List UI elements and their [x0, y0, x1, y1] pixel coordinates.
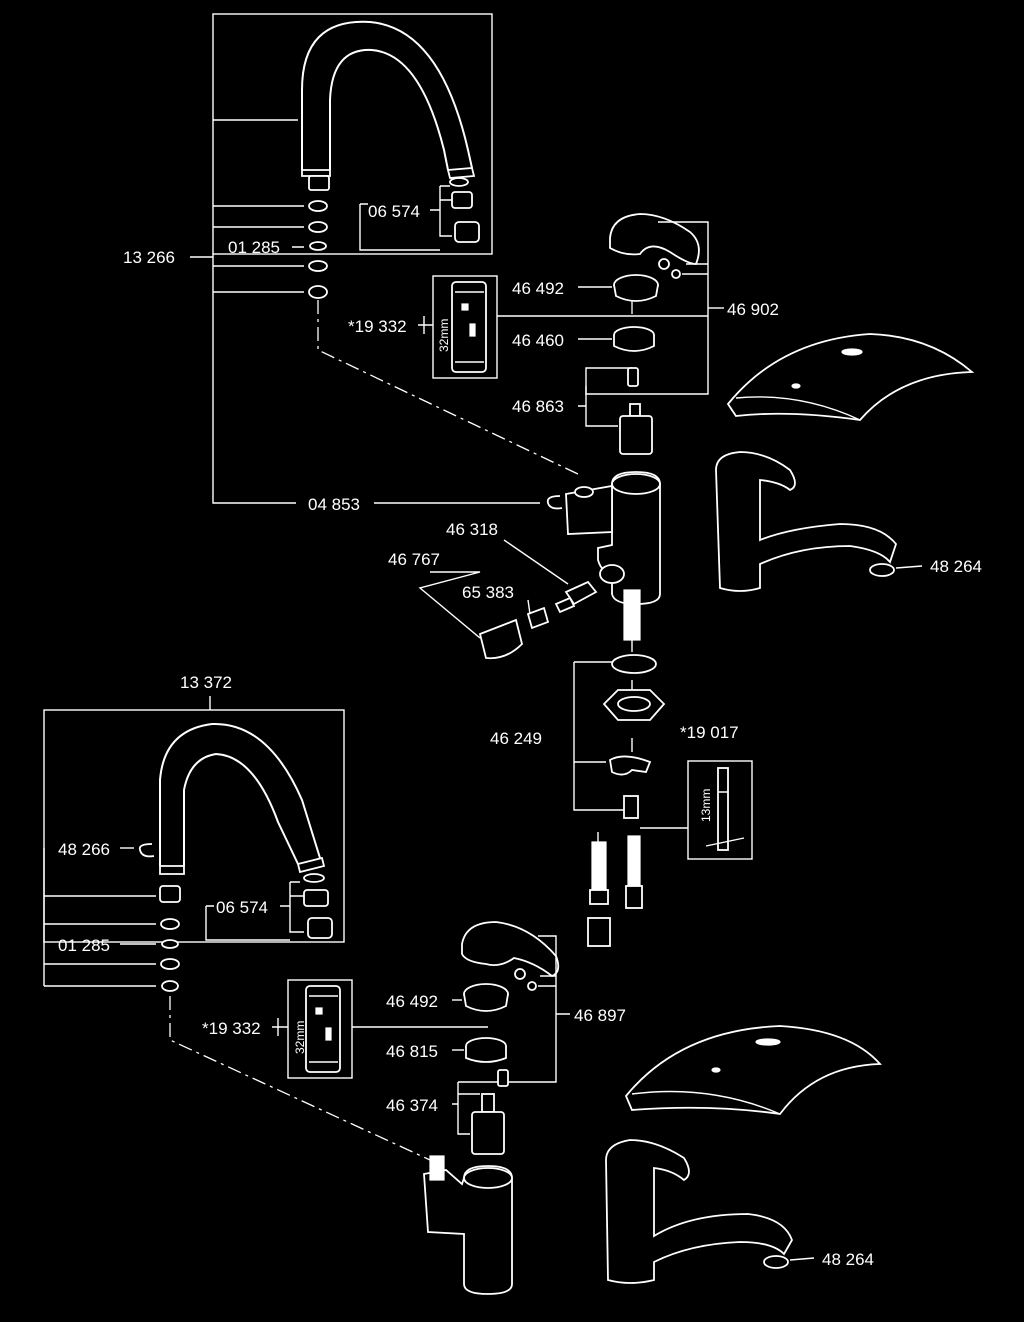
label-tool-size-top: 32mm — [437, 319, 451, 352]
label-valve-insert-top: 65 383 — [462, 583, 514, 602]
hose-top — [623, 589, 641, 652]
tool-box-top — [432, 275, 498, 379]
label-aerator-parts-bottom: 01 285 — [58, 936, 110, 955]
label-aerator-right-top: 48 264 — [930, 557, 982, 576]
label-tool-small-size-top: 13mm — [699, 789, 713, 822]
cartridge-bottom — [452, 1069, 509, 1155]
aerator-parts-bottom — [205, 873, 333, 941]
label-handle-set-top: 46 902 — [727, 300, 779, 319]
label-cartridge-top: 46 863 — [512, 397, 564, 416]
body-top — [565, 471, 661, 605]
label-escutcheon-bottom: 46 492 — [386, 992, 438, 1011]
tool-32mm-top — [418, 275, 498, 379]
tool-32mm-bottom — [272, 979, 488, 1079]
handle-top — [585, 213, 724, 395]
supply-hoses-top — [587, 832, 643, 947]
faucet-render-top — [715, 333, 975, 592]
escutcheon-top — [578, 274, 659, 302]
body-bottom — [423, 1155, 513, 1295]
label-nut-top: 46 460 — [512, 331, 564, 350]
labels: 13 266 01 285 06 574 *19 332 32mm 46 492… — [58, 202, 982, 1269]
spout-top — [301, 20, 476, 179]
label-tool-small-top: *19 017 — [680, 723, 739, 742]
nut-bottom — [452, 1037, 507, 1063]
cartridge-top — [578, 367, 653, 455]
small-parts-stack-top — [190, 119, 330, 299]
label-spout-set-bottom: 13 372 — [180, 673, 232, 692]
aerator-parts-top — [359, 177, 480, 251]
faucet-render-bottom — [605, 1025, 882, 1284]
clip-top — [374, 495, 563, 510]
spout-bottom — [159, 722, 326, 875]
nut-top — [578, 326, 655, 352]
centerline-top — [317, 300, 581, 476]
tool-box-bottom — [287, 979, 353, 1079]
handle-bottom — [458, 921, 570, 1083]
clip-bottom — [120, 843, 155, 858]
label-valve-set-top: 46 767 — [388, 550, 440, 569]
small-parts-stack-bottom — [43, 848, 181, 992]
label-handle-set-bottom: 46 897 — [574, 1006, 626, 1025]
label-aerator-parts-top: 01 285 — [228, 238, 280, 257]
label-aerator-top: 06 574 — [368, 202, 420, 221]
label-tool-size-bottom: 32mm — [293, 1021, 307, 1054]
label-clip-top: 04 853 — [308, 495, 360, 514]
label-clip-bottom: 48 266 — [58, 840, 110, 859]
label-tool-bottom: *19 332 — [202, 1019, 261, 1038]
label-escutcheon-top: 46 492 — [512, 279, 564, 298]
top-assembly — [190, 13, 975, 947]
label-nut-bottom: 46 815 — [386, 1042, 438, 1061]
label-spout-set-top: 13 266 — [123, 248, 175, 267]
label-valve-top: 46 318 — [446, 520, 498, 539]
spout-box-bottom — [43, 709, 345, 943]
tool-small-box — [687, 760, 753, 860]
mounting-set-top — [573, 654, 666, 819]
label-aerator-bottom: 06 574 — [216, 898, 268, 917]
bottom-assembly — [43, 696, 882, 1295]
label-mounting-set-top: 46 249 — [490, 729, 542, 748]
tool-13mm-top — [640, 760, 753, 860]
escutcheon-bottom — [452, 983, 509, 1012]
bracket-line — [212, 254, 296, 504]
valve-parts-top — [418, 539, 598, 660]
label-cartridge-bottom: 46 374 — [386, 1096, 438, 1115]
spout-box-top — [212, 13, 493, 255]
label-tool-top: *19 332 — [348, 317, 407, 336]
label-aerator-right-bottom: 48 264 — [822, 1250, 874, 1269]
